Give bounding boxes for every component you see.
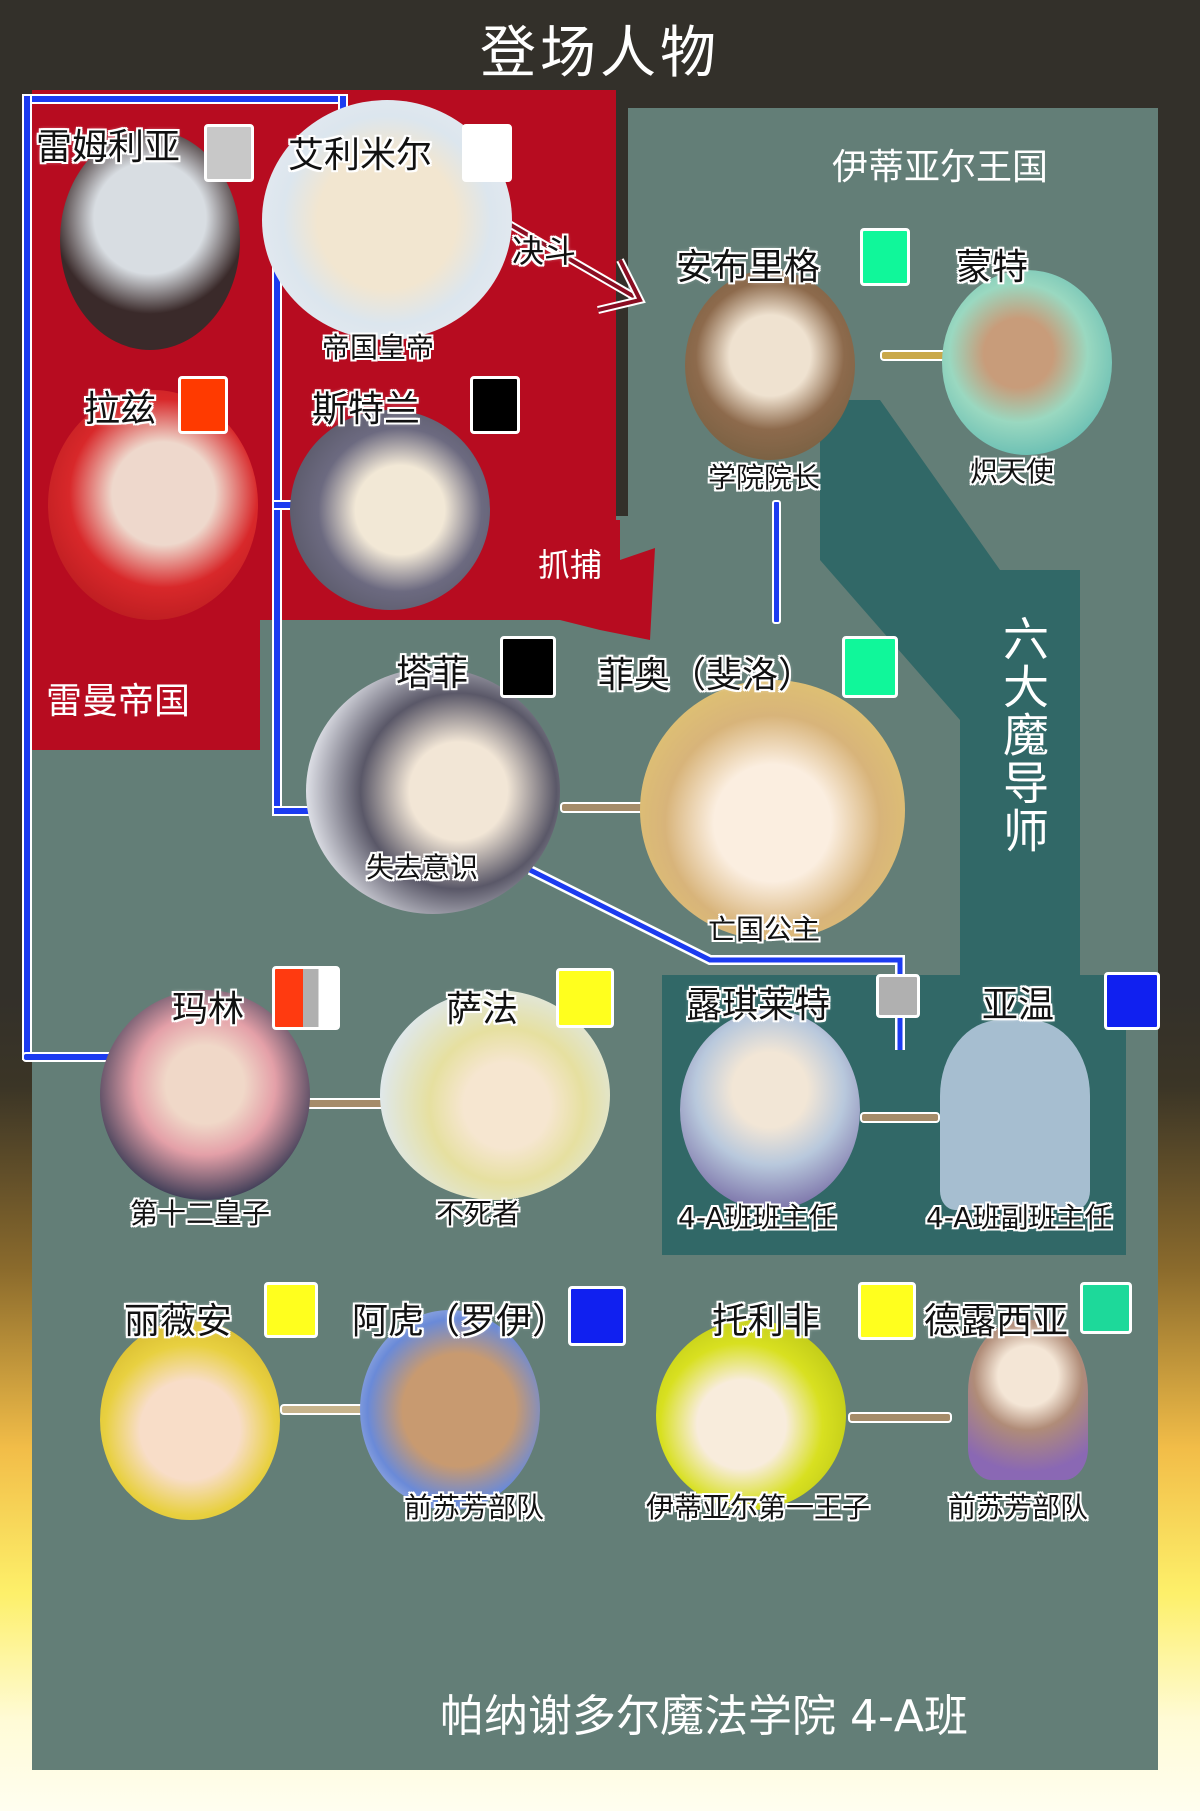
portrait-fio[interactable] — [640, 680, 905, 940]
relation-line — [848, 1412, 952, 1423]
character-role: 伊蒂亚尔第一王子 — [646, 1491, 871, 1524]
region-label-empire: 雷曼帝国 — [46, 681, 191, 722]
character-role: 4-A班副班主任 — [926, 1201, 1113, 1234]
edge-label-arrest: 抓捕 — [538, 546, 603, 584]
blue-line — [22, 1052, 118, 1062]
character-role: 炽天使 — [970, 455, 1055, 488]
character-name: 亚温 — [982, 985, 1055, 1026]
character-role: 失去意识 — [366, 851, 479, 884]
character-role: 4-A班班主任 — [678, 1201, 837, 1234]
character-role: 第十二皇子 — [130, 1197, 271, 1230]
color-swatch — [204, 124, 254, 182]
character-name: 玛林 — [172, 989, 245, 1030]
character-name: 斯特兰 — [312, 389, 421, 430]
color-swatch — [1080, 1282, 1132, 1334]
color-swatch — [568, 1286, 626, 1346]
color-swatch — [876, 974, 920, 1018]
character-role: 帝国皇帝 — [322, 331, 435, 364]
region-label-six-mages: 六大魔导师 — [996, 615, 1050, 855]
edge-label-duel: 决斗 — [512, 232, 577, 270]
color-swatch-tricolor — [272, 966, 340, 1030]
color-swatch — [860, 228, 910, 286]
divider — [1158, 96, 1200, 956]
region-label-academy: 帕纳谢多尔魔法学院 4-A班 — [440, 1691, 968, 1742]
color-swatch — [842, 636, 898, 698]
portrait-delu[interactable] — [968, 1320, 1088, 1480]
character-name: 托利非 — [712, 1301, 821, 1342]
character-name: 雷姆利亚 — [36, 127, 181, 168]
region-label-kingdom: 伊蒂亚尔王国 — [832, 147, 1049, 188]
character-name: 阿虎（罗伊） — [352, 1301, 569, 1342]
character-role: 学院院长 — [708, 461, 821, 494]
character-name: 塔菲 — [396, 653, 469, 694]
blue-line — [772, 500, 781, 624]
color-swatch — [462, 124, 512, 182]
portrait-liwei[interactable] — [100, 1320, 280, 1520]
color-swatch — [556, 968, 614, 1028]
region-empire-lower — [32, 620, 260, 750]
portrait-tolifei[interactable] — [656, 1320, 846, 1510]
portrait-taffy[interactable] — [306, 668, 560, 914]
character-name: 德露西亚 — [924, 1301, 1069, 1342]
color-swatch — [500, 636, 556, 698]
character-role: 不死者 — [436, 1197, 521, 1230]
character-role: 前苏芳部队 — [404, 1491, 545, 1524]
character-name: 艾利米尔 — [288, 135, 433, 176]
color-swatch — [858, 1282, 916, 1340]
divider — [628, 96, 1158, 108]
color-swatch — [178, 376, 228, 434]
portrait-ambrig[interactable] — [685, 270, 855, 460]
character-name: 丽薇安 — [124, 1301, 233, 1342]
relation-line — [860, 1112, 940, 1123]
character-role: 亡国公主 — [708, 913, 821, 946]
character-name: 拉兹 — [84, 389, 157, 430]
page-title: 登场人物 — [480, 21, 720, 86]
character-name: 露琪莱特 — [686, 985, 831, 1026]
character-role: 前苏芳部队 — [948, 1491, 1089, 1524]
portrait-luqilaite[interactable] — [680, 1010, 860, 1210]
arrest-arrow — [500, 520, 655, 640]
character-name: 萨法 — [446, 989, 519, 1030]
character-name: 安布里格 — [676, 247, 821, 288]
color-swatch — [264, 1282, 318, 1338]
character-name: 蒙特 — [956, 247, 1029, 288]
blue-line — [22, 94, 32, 1060]
portrait-ahu[interactable] — [360, 1310, 540, 1510]
blue-line — [272, 250, 282, 814]
portrait-strand[interactable] — [290, 410, 490, 610]
portrait-mont[interactable] — [942, 270, 1112, 455]
portrait-yawen[interactable] — [940, 1020, 1090, 1210]
color-swatch — [1104, 972, 1160, 1030]
blue-line — [22, 94, 346, 104]
color-swatch — [470, 376, 520, 434]
character-name: 菲奥（斐洛） — [598, 655, 815, 696]
